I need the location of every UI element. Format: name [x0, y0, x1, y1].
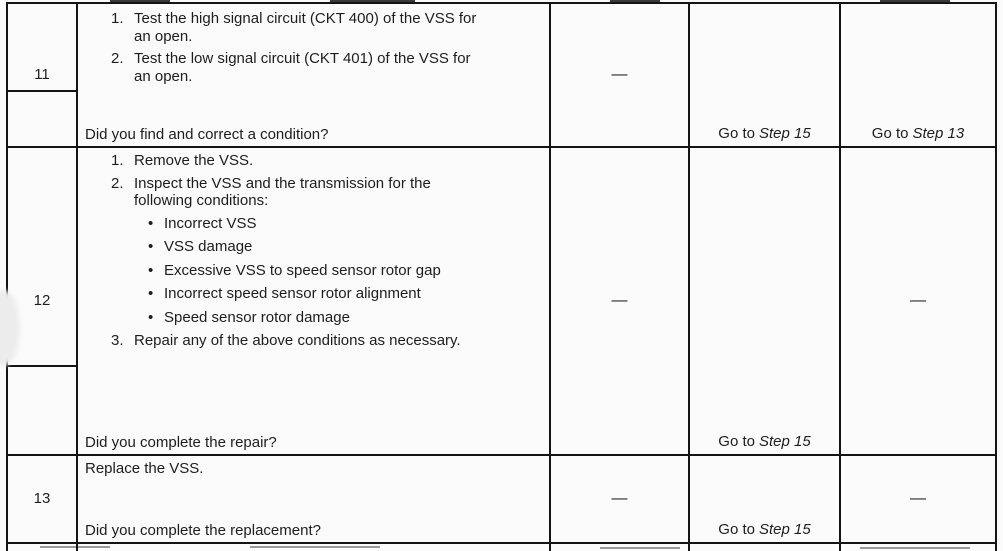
scan-artifact [330, 0, 415, 2]
table-border-left [6, 2, 8, 551]
step-number: 12 [33, 292, 51, 310]
row-divider-13-14 [6, 542, 997, 544]
bullet-marker: • [148, 308, 154, 326]
list-marker: 1. [111, 10, 124, 27]
action-item: 1. Remove the VSS. [111, 152, 549, 170]
value-cell: — [551, 456, 688, 542]
value-dash: — [611, 490, 628, 508]
value-cell: — [551, 4, 688, 146]
row-border-top [6, 2, 997, 4]
step-number-cell: 11 [8, 4, 76, 146]
action-item-list: 1. Remove the VSS. 2. Inspect the VSS an… [78, 148, 549, 350]
action-item: 2. Inspect the VSS and the transmission … [111, 175, 549, 210]
action-bullet-item: • Excessive VSS to speed sensor rotor ga… [148, 262, 549, 280]
bullet-marker: • [148, 261, 154, 279]
list-marker: 3. [111, 332, 124, 349]
list-marker: 1. [111, 152, 124, 169]
action-cell: 1. Remove the VSS. 2. Inspect the VSS an… [78, 148, 549, 454]
scanner-blob-artifact [0, 290, 20, 366]
action-cell: Replace the VSS. Did you complete the re… [78, 456, 549, 542]
action-item-text: Test the low signal circuit (CKT 401) of… [134, 50, 471, 85]
column-divider-yes-no [839, 2, 841, 551]
action-bullet-item: • Speed sensor rotor damage [148, 309, 549, 327]
step-number: 11 [34, 66, 50, 84]
action-item-list: 1. Test the high signal circuit (CKT 400… [78, 4, 549, 85]
step-reference: Step 13 [912, 124, 965, 142]
action-text: Replace the VSS. [85, 460, 204, 477]
action-item: 2. Test the low signal circuit (CKT 401)… [111, 50, 549, 85]
action-bullet-item: • VSS damage [148, 238, 549, 256]
step-number: 13 [33, 490, 51, 508]
action-item-text: VSS damage [164, 238, 253, 255]
bullet-marker: • [148, 285, 154, 302]
step-cell-divider [6, 365, 78, 367]
value-cell: — [551, 148, 688, 454]
action-bullet-item: • Incorrect speed sensor rotor alignment [148, 285, 549, 303]
scan-artifact [600, 547, 680, 549]
step-reference: Step 15 [758, 520, 811, 538]
value-dash: — [611, 292, 628, 310]
bullet-marker: • [148, 238, 154, 255]
action-item-text: Remove the VSS. [134, 152, 254, 169]
scan-artifact [610, 0, 660, 2]
value-dash: — [611, 66, 628, 84]
action-item: 3. Repair any of the above conditions as… [111, 332, 549, 350]
column-divider-action-value [549, 2, 551, 551]
no-cell: — [841, 148, 995, 454]
no-dash: — [910, 292, 926, 310]
bullet-marker: • [148, 214, 154, 232]
no-dash: — [910, 490, 926, 508]
no-cell: — [841, 456, 995, 542]
step-number-cell: 13 [8, 456, 76, 542]
scan-artifact [40, 546, 110, 548]
scan-artifact [880, 0, 950, 2]
scan-artifact [250, 546, 380, 548]
list-marker: 2. [111, 174, 124, 192]
action-bullet-item: • Incorrect VSS [148, 215, 549, 233]
action-item-text: Repair any of the above conditions as ne… [134, 332, 461, 349]
step-number-cell: 12 [8, 148, 76, 454]
column-divider-value-yes [688, 2, 690, 551]
row-divider-11-12 [6, 146, 997, 148]
row-divider-12-13 [6, 454, 997, 456]
column-divider-step-action [76, 2, 78, 551]
list-marker: 2. [111, 50, 124, 67]
diagnostic-question: Did you complete the replacement? [85, 521, 321, 539]
step-cell-divider [6, 90, 78, 92]
diagnostic-question: Did you find and correct a condition? [85, 125, 329, 143]
action-cell: 1. Test the high signal circuit (CKT 400… [78, 4, 549, 146]
scan-artifact [860, 547, 970, 549]
action-item-text: Incorrect speed sensor rotor alignment [164, 285, 421, 302]
scan-artifact [110, 0, 170, 2]
step-reference: Step 15 [758, 124, 811, 142]
diagnostic-question: Did you complete the repair? [85, 433, 277, 451]
action-item-text: Inspect the VSS and the transmission for… [134, 174, 431, 210]
step-reference: Step 15 [758, 432, 811, 450]
action-item-text: Excessive VSS to speed sensor rotor gap [164, 261, 441, 279]
action-item-text: Incorrect VSS [164, 214, 257, 232]
action-item: 1. Test the high signal circuit (CKT 400… [111, 10, 549, 45]
action-item-text: Test the high signal circuit (CKT 400) o… [134, 10, 477, 45]
action-item-text: Speed sensor rotor damage [164, 308, 350, 326]
table-border-right [995, 2, 997, 551]
